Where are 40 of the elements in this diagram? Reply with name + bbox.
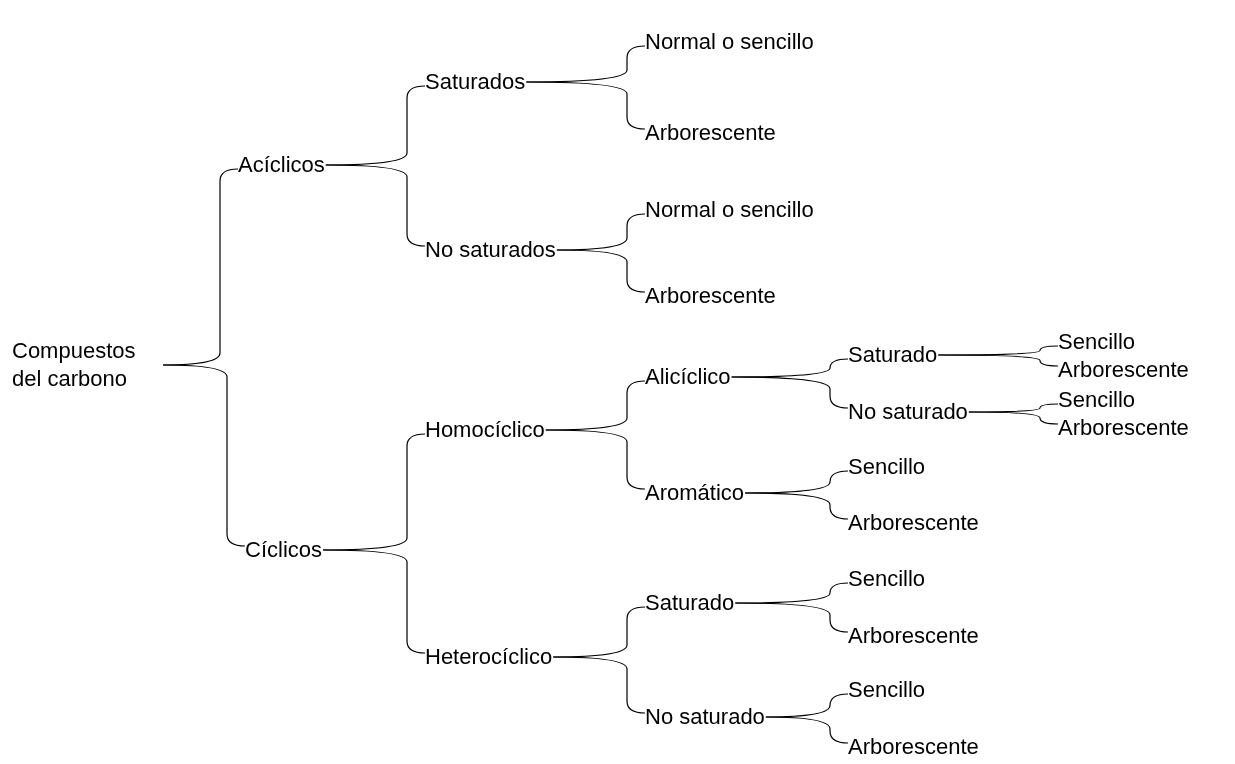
node-label: Homocíclico	[425, 417, 545, 443]
node-label: Acíclicos	[238, 152, 325, 178]
node-label: Normal o sencillo	[645, 197, 814, 223]
node-label: Arborescente	[848, 510, 979, 536]
brace-connector	[968, 411, 1059, 425]
brace-connector	[937, 354, 1059, 367]
node-label: No saturados	[425, 237, 556, 263]
node-label: Normal o sencillo	[645, 29, 814, 55]
node-label: Saturado	[848, 342, 938, 368]
brace-connector	[731, 376, 849, 409]
node-label: Sencillo	[848, 454, 926, 480]
brace-connector	[765, 716, 849, 744]
node-label: Sencillo	[1058, 329, 1136, 355]
node-label: Arborescente	[1058, 415, 1189, 441]
node-label: Heterocíclico	[425, 644, 553, 670]
node-label: Sencillo	[1058, 387, 1136, 413]
node-label: No saturado	[645, 704, 765, 730]
brace-connector	[734, 602, 849, 633]
node-label: Saturado	[645, 590, 735, 616]
node-label: Compuestos del carbono	[12, 337, 162, 393]
brace-connector	[325, 164, 426, 247]
node-label: Aromático	[645, 480, 745, 506]
node-label: Arborescente	[645, 283, 776, 309]
node-label: Saturados	[425, 69, 526, 95]
node-label: Sencillo	[848, 677, 926, 703]
node-label: Cíclicos	[245, 537, 322, 563]
brace-connector	[556, 249, 646, 293]
brace-connector	[525, 81, 646, 130]
node-label: Arborescente	[848, 734, 979, 760]
node-label: Arborescente	[645, 120, 776, 146]
node-label: Sencillo	[848, 566, 926, 592]
brace-connector	[162, 364, 246, 547]
brace-connector	[552, 656, 646, 714]
node-label: No saturado	[848, 399, 968, 425]
node-label: Alicíclico	[645, 364, 731, 390]
brace-connector	[744, 492, 849, 520]
node-label: Arborescente	[848, 623, 979, 649]
brace-connector	[545, 429, 646, 490]
brace-connector	[322, 549, 426, 654]
node-label: Arborescente	[1058, 357, 1189, 383]
